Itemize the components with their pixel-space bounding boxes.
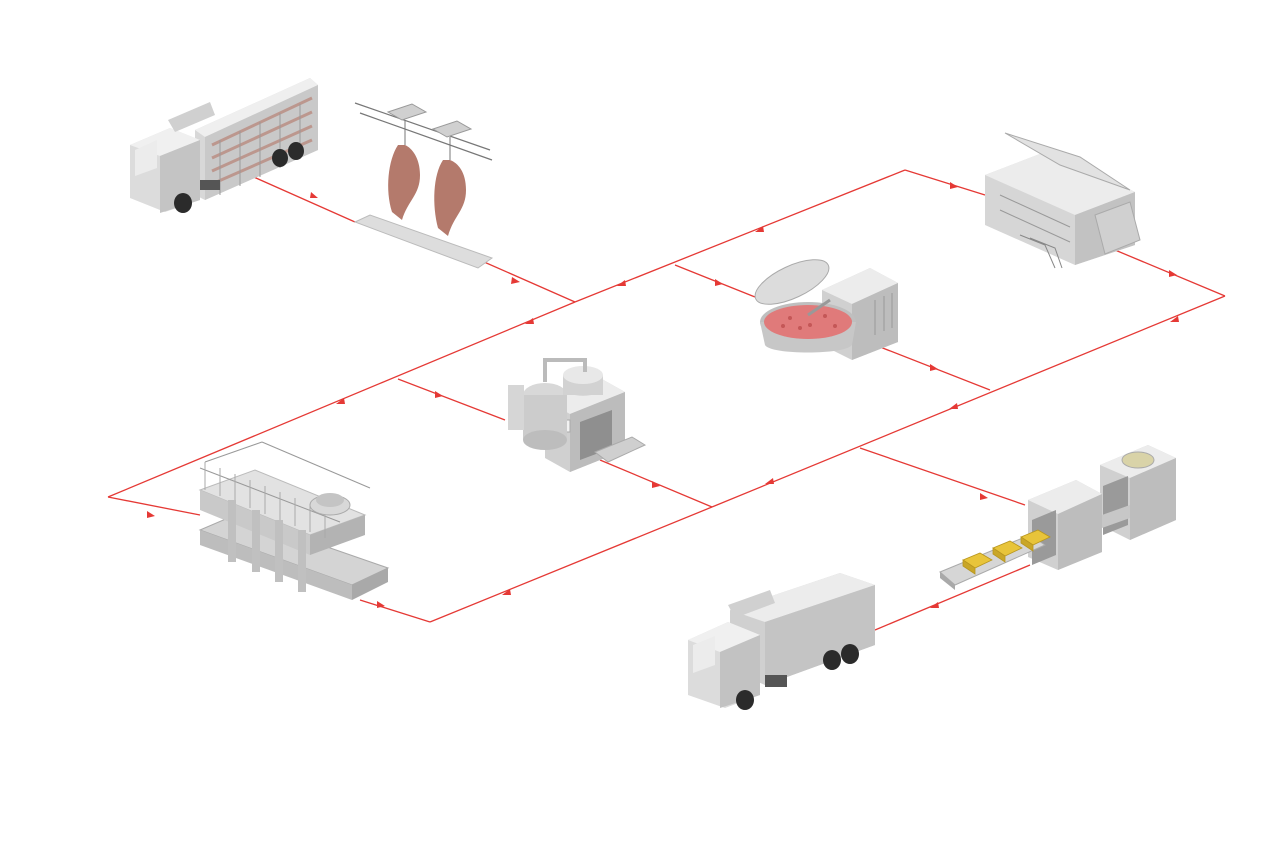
arrow-18 bbox=[502, 589, 511, 595]
meat-mixer-icon bbox=[754, 259, 898, 360]
flow-segment-left-diagonal bbox=[107, 301, 576, 498]
flow-lines bbox=[107, 169, 1226, 631]
arrow-2 bbox=[511, 277, 520, 284]
flow-segment-top-to-tank bbox=[904, 169, 986, 196]
arrow-17 bbox=[377, 601, 385, 608]
arrow-14 bbox=[435, 391, 443, 398]
arrow-3 bbox=[755, 226, 764, 232]
flow-segment-truck-to-hanger bbox=[237, 169, 356, 223]
flow-segment-right-corner-down bbox=[711, 295, 1226, 508]
arrow-15 bbox=[652, 481, 660, 488]
arrow-5 bbox=[525, 318, 534, 324]
flow-segment-junction-to-packaging bbox=[859, 447, 1026, 506]
flow-segment-junction-to-cooker bbox=[397, 378, 506, 421]
flow-segment-left-to-washer bbox=[107, 496, 201, 516]
refrigerated-truck-icon bbox=[688, 573, 875, 710]
flow-arrows bbox=[147, 182, 1179, 608]
flow-segment-hanger-to-junction bbox=[474, 257, 576, 303]
arrow-9 bbox=[949, 403, 958, 409]
livestock-truck-icon bbox=[130, 78, 318, 213]
flow-segment-washer-to-bottom bbox=[359, 599, 431, 623]
carcass-hanging-rail-icon bbox=[353, 102, 494, 269]
product-blocks bbox=[962, 529, 1051, 575]
arrow-12 bbox=[930, 364, 938, 371]
arrow-19 bbox=[980, 493, 988, 500]
arrow-13 bbox=[336, 398, 345, 404]
arrow-16 bbox=[147, 511, 155, 518]
arrow-20 bbox=[930, 602, 939, 608]
arrow-10 bbox=[765, 478, 774, 484]
flow-segment-main-diagonal-upper bbox=[574, 169, 906, 303]
arrow-8 bbox=[1170, 316, 1179, 322]
scalding-tank-icon bbox=[985, 132, 1141, 269]
arrow-6 bbox=[950, 182, 958, 189]
washing-conveyor-icon bbox=[198, 441, 390, 600]
arrow-11 bbox=[715, 279, 723, 286]
steam-cooker-tunnel-icon bbox=[508, 358, 647, 472]
flow-segment-bottom-diagonal bbox=[429, 506, 713, 623]
arrow-7 bbox=[1169, 270, 1177, 277]
flow-segment-packaging-to-truck bbox=[874, 564, 1031, 631]
arrow-4 bbox=[617, 280, 626, 286]
packaging-line-icon bbox=[939, 445, 1176, 590]
arrow-1 bbox=[310, 192, 318, 198]
